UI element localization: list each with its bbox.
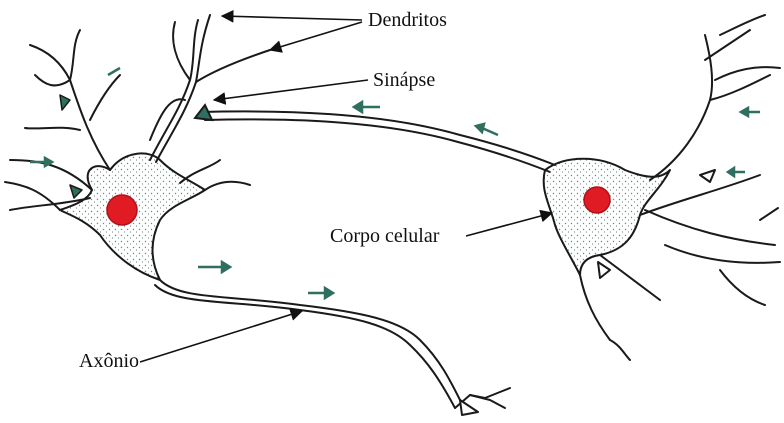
pointer-corpo-celular (466, 213, 552, 236)
small-arrow-icon (30, 158, 52, 166)
label-dendritos: Dendritos (368, 10, 447, 30)
right-nucleus (584, 187, 610, 213)
pointer-sinapse (214, 80, 368, 100)
left-dendrite-ul (30, 45, 110, 170)
left-axon (160, 280, 460, 400)
label-corpo-celular: Corpo celular (330, 226, 439, 246)
pointer-dendritos-1 (222, 16, 362, 20)
left-nucleus (107, 195, 137, 225)
small-arrow-icon (741, 108, 760, 116)
right-neuron (544, 15, 780, 360)
label-axonio: Axônio (79, 351, 139, 371)
small-arrow-icon (728, 168, 745, 176)
right-cell-body (544, 159, 670, 275)
small-arrow-icon (476, 124, 498, 135)
pointer-dendritos-2 (270, 22, 362, 50)
small-arrow-icon (108, 68, 120, 75)
small-arrow-icon (308, 288, 333, 298)
small-arrow-icon (198, 262, 230, 272)
label-sinapse: Sinápse (373, 70, 435, 90)
synapse-terminal (195, 105, 212, 120)
small-arrow-icon (354, 102, 380, 112)
pointer-axonio (140, 311, 302, 362)
connecting-axon (195, 105, 555, 172)
